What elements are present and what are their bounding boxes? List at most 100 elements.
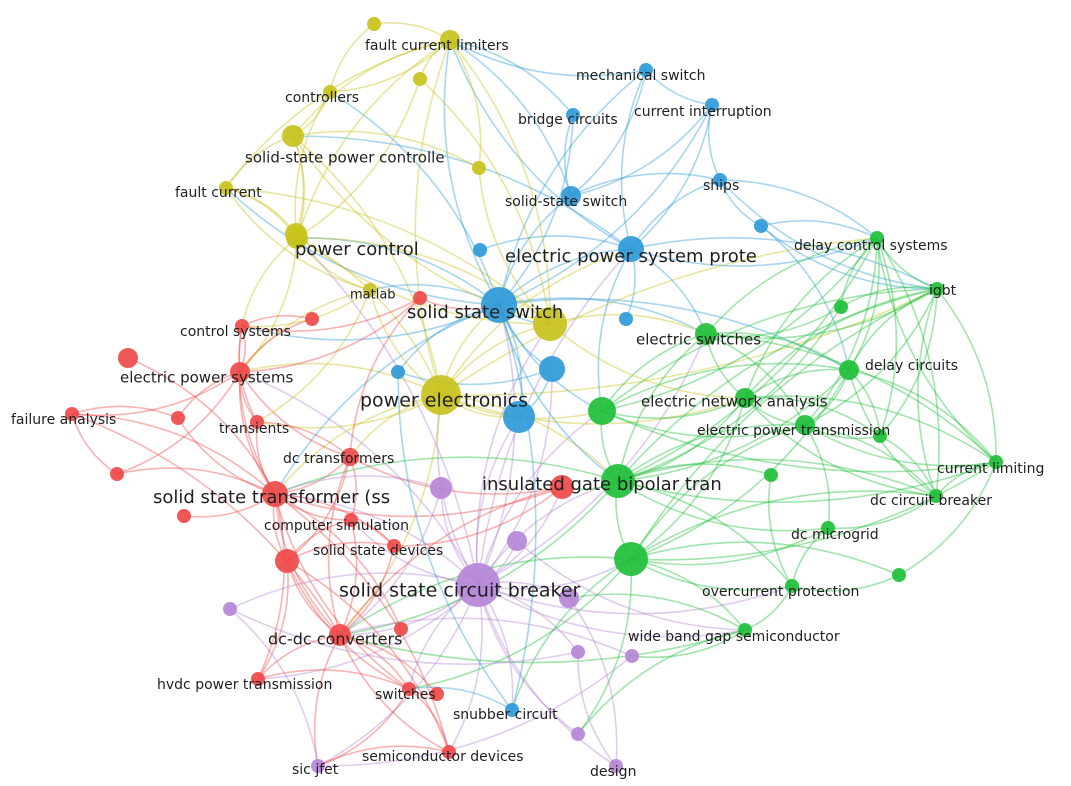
node-electric-power-system-prote[interactable] <box>618 236 644 262</box>
node-solid-state-devices[interactable] <box>387 539 401 553</box>
node-r-h[interactable] <box>430 687 444 701</box>
node-transients[interactable] <box>250 415 264 429</box>
node-p-f[interactable] <box>625 649 639 663</box>
node-semiconductor-devices[interactable] <box>442 745 456 759</box>
node-g-d[interactable] <box>764 468 778 482</box>
node-g-b[interactable] <box>614 542 648 576</box>
node-dc-transformers[interactable] <box>341 448 359 466</box>
node-p-e[interactable] <box>571 645 585 659</box>
node-bridge-circuits[interactable] <box>566 108 580 122</box>
node-b-d[interactable] <box>619 312 633 326</box>
node-dc-dc-converters[interactable] <box>329 624 351 646</box>
network-edge <box>393 486 563 547</box>
node-snubber-circuit[interactable] <box>505 703 519 717</box>
node-dc-circuit-breaker[interactable] <box>929 489 943 503</box>
network-edge <box>617 237 878 482</box>
node-insulated-gate-bipolar-tran[interactable] <box>601 464 635 498</box>
network-edge <box>274 493 479 586</box>
node-dc-microgrid[interactable] <box>821 521 835 535</box>
node-igbt[interactable] <box>930 282 944 296</box>
node-sic-jfet[interactable] <box>311 759 325 773</box>
node-y-c[interactable] <box>367 17 381 31</box>
node-current-limiting[interactable] <box>989 455 1003 469</box>
network-edge <box>804 424 937 497</box>
node-power-electronics[interactable] <box>421 375 461 415</box>
network-edge <box>408 686 513 711</box>
network-edge <box>349 456 563 495</box>
node-switches[interactable] <box>402 682 416 696</box>
network-edge <box>116 467 276 495</box>
node-p-a[interactable] <box>430 477 452 499</box>
network-edge <box>296 237 500 306</box>
node-electric-network-analysis[interactable] <box>735 388 755 408</box>
label-dc-microgrid: dc microgrid <box>791 527 879 543</box>
node-g-c[interactable] <box>834 300 848 314</box>
label-solid-state-switch: solid-state switch <box>505 194 627 210</box>
node-r-g[interactable] <box>275 549 299 573</box>
node-overcurrent-protection[interactable] <box>785 579 799 593</box>
node-p-g[interactable] <box>571 727 585 741</box>
node-b-b[interactable] <box>539 356 565 382</box>
node-computer-simulation[interactable] <box>344 513 358 527</box>
node-b-e[interactable] <box>754 219 768 233</box>
network-edge <box>449 39 632 250</box>
node-ships[interactable] <box>713 173 727 187</box>
node-r-c[interactable] <box>110 467 124 481</box>
node-g-e[interactable] <box>873 429 887 443</box>
network-edge <box>744 237 878 399</box>
network-edge <box>419 78 551 325</box>
node-r-j[interactable] <box>413 291 427 305</box>
network-edge <box>477 410 603 586</box>
node-solid-state-switch[interactable] <box>481 287 517 323</box>
node-r-f[interactable] <box>305 312 319 326</box>
node-mechanical-switch[interactable] <box>639 63 653 77</box>
node-solid-state-switch[interactable] <box>561 186 581 206</box>
node-r-i[interactable] <box>550 475 574 499</box>
network-edge <box>241 297 421 332</box>
label-design: design <box>590 764 636 780</box>
node-r-a[interactable] <box>118 348 138 368</box>
node-b-a[interactable] <box>503 401 535 433</box>
node-y-b[interactable] <box>413 72 427 86</box>
label-transients: transients <box>219 421 289 437</box>
network-edge <box>408 688 450 753</box>
node-electric-power-transmission[interactable] <box>795 415 815 435</box>
node-y-e[interactable] <box>533 307 567 341</box>
node-fault-current[interactable] <box>219 181 233 195</box>
node-controllers[interactable] <box>323 85 337 99</box>
network-edge <box>498 114 574 306</box>
network-edge <box>498 104 713 306</box>
node-p-c[interactable] <box>559 588 579 608</box>
network-edge <box>339 545 395 636</box>
node-y-d[interactable] <box>472 161 486 175</box>
node-solid-state-power-controlle[interactable] <box>282 125 304 147</box>
node-p-b[interactable] <box>507 531 527 551</box>
network-edge <box>296 78 421 239</box>
node-current-interruption[interactable] <box>705 98 719 112</box>
node-hvdc-power-transmission[interactable] <box>251 672 265 686</box>
node-matlab[interactable] <box>363 283 377 297</box>
node-electric-switches[interactable] <box>695 323 717 345</box>
node-y-a[interactable] <box>285 223 307 245</box>
node-r-b[interactable] <box>171 411 185 425</box>
network-edge <box>804 237 878 426</box>
node-solid-state-circuit-breaker[interactable] <box>456 563 500 607</box>
node-g-f[interactable] <box>892 568 906 582</box>
node-b-c[interactable] <box>473 243 487 257</box>
node-delay-control-systems[interactable] <box>870 231 884 245</box>
node-electric-power-systems[interactable] <box>230 362 250 382</box>
node-design[interactable] <box>609 759 623 773</box>
node-g-a[interactable] <box>588 397 616 425</box>
network-edge <box>620 69 647 250</box>
node-solid-state-transformer-ss[interactable] <box>262 481 288 507</box>
node-r-e[interactable] <box>394 622 408 636</box>
node-delay-circuits[interactable] <box>839 360 859 380</box>
network-edge <box>577 558 633 735</box>
node-control-systems[interactable] <box>235 319 249 333</box>
node-failure-analysis[interactable] <box>65 407 79 421</box>
node-b-f[interactable] <box>391 365 405 379</box>
node-r-d[interactable] <box>177 509 191 523</box>
node-p-d[interactable] <box>223 602 237 616</box>
node-fault-current-limiters[interactable] <box>440 30 460 50</box>
node-wide-band-gap-semiconductor[interactable] <box>738 623 752 637</box>
